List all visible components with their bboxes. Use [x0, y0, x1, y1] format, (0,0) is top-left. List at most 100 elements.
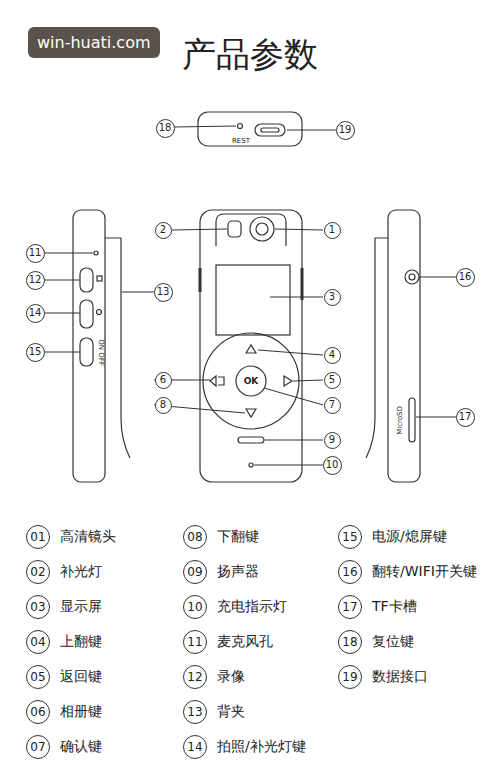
ok-button	[236, 366, 266, 396]
part-name: 显示屏	[60, 598, 102, 616]
lens	[250, 217, 274, 241]
legend-item: 13背夹	[183, 700, 207, 724]
legend-item: 03显示屏	[26, 595, 50, 619]
callout-number: 06	[26, 700, 50, 724]
callout-number: 17	[338, 595, 362, 619]
callout-number: 18	[159, 122, 172, 134]
callout-circle: 9	[324, 432, 341, 449]
legend-item: 15电源/熄屏键	[338, 525, 362, 549]
photo-button	[80, 300, 93, 328]
back-icon	[284, 376, 292, 386]
top-view-body	[198, 112, 302, 146]
right-side-body	[388, 210, 420, 482]
callout-number: 14	[29, 307, 42, 319]
lens-window	[216, 214, 286, 246]
part-name: 上翻键	[60, 633, 102, 651]
photo-icon	[97, 310, 102, 315]
legend-item: 05返回键	[26, 665, 50, 689]
callout-number: 05	[26, 665, 50, 689]
callout-circle: 17	[456, 408, 475, 427]
callout-circle: 6	[155, 372, 172, 389]
callout-circle: 14	[26, 304, 45, 323]
usb-port-inner	[261, 128, 279, 132]
legend-item: 04上翻键	[26, 630, 50, 654]
d-pad	[203, 333, 299, 429]
callout-circle: 13	[154, 283, 173, 302]
legend-item: 07确认键	[26, 735, 50, 759]
speaker	[238, 437, 264, 443]
lens-inner	[256, 223, 268, 235]
callout-number: 2	[160, 224, 166, 236]
legend-item: 11麦克风孔	[183, 630, 207, 654]
legend-item: 02补光灯	[26, 560, 50, 584]
callout-number: 10	[183, 595, 207, 619]
legend-item: 14拍照/补光灯键	[183, 735, 207, 759]
callout-circle: 8	[155, 397, 172, 414]
callout-number: 18	[338, 630, 362, 654]
callout-number: 16	[338, 560, 362, 584]
part-name: 数据接口	[372, 668, 428, 686]
callout-number: 12	[183, 665, 207, 689]
fill-light	[228, 221, 241, 237]
callout-circle: 19	[336, 121, 355, 140]
callout-number: 7	[329, 399, 335, 411]
callout-number: 17	[459, 411, 472, 423]
part-name: 复位键	[372, 633, 414, 651]
part-name: 返回键	[60, 668, 102, 686]
part-name: 翻转/WIFI开关键	[372, 563, 477, 581]
part-name: 电源/熄屏键	[372, 528, 447, 546]
legend-item: 16翻转/WIFI开关键	[338, 560, 362, 584]
callout-circle: 2	[155, 222, 172, 239]
callout-number: 13	[157, 286, 170, 298]
watermark-box: win-huati.com	[28, 27, 160, 58]
callout-number: 11	[29, 247, 42, 259]
up-arrow	[246, 345, 256, 353]
callout-number: 02	[26, 560, 50, 584]
callout-number: 19	[339, 124, 352, 136]
charge-led	[249, 463, 253, 467]
device-marking: REST	[232, 138, 250, 145]
callout-number: 01	[26, 525, 50, 549]
down-arrow	[246, 409, 256, 417]
legend-item: 17TF卡槽	[338, 595, 362, 619]
part-name: 确认键	[60, 738, 102, 756]
callout-number: 14	[183, 735, 207, 759]
callout-circle: 11	[26, 244, 45, 263]
legend-item: 12录像	[183, 665, 207, 689]
callout-number: 9	[329, 434, 335, 446]
reset-hole	[238, 124, 243, 129]
album-icon	[210, 376, 224, 386]
callout-circle: 10	[323, 456, 342, 475]
legend-item: 19数据接口	[338, 665, 362, 689]
tf-slot	[409, 398, 415, 442]
legend-item: 01高清镜头	[26, 525, 50, 549]
callout-circle: 7	[324, 397, 341, 414]
device-marking: OK	[244, 377, 259, 386]
callout-number: 5	[329, 374, 335, 386]
mic-hole	[94, 251, 98, 255]
usb-port	[255, 124, 285, 136]
part-name: 麦克风孔	[217, 633, 273, 651]
legend-item: 18复位键	[338, 630, 362, 654]
callout-circle: 12	[26, 271, 45, 290]
callout-number: 03	[26, 595, 50, 619]
device-marking: ON OFF	[96, 339, 103, 366]
callout-number: 15	[338, 525, 362, 549]
wifi-key	[405, 270, 419, 284]
side-key	[301, 268, 304, 300]
callout-number: 16	[459, 271, 472, 283]
watermark-text: win-huati.com	[37, 32, 151, 53]
callout-number: 6	[160, 374, 166, 386]
callout-number: 1	[329, 224, 335, 236]
part-name: 录像	[217, 668, 245, 686]
callout-number: 19	[338, 665, 362, 689]
screen	[216, 265, 290, 335]
legend-item: 08下翻键	[183, 525, 207, 549]
callout-circle: 1	[324, 222, 341, 239]
device-marking: MicroSD	[397, 406, 404, 435]
part-name: 扬声器	[217, 563, 259, 581]
part-name: 充电指示灯	[217, 598, 287, 616]
part-name: 高清镜头	[60, 528, 116, 546]
